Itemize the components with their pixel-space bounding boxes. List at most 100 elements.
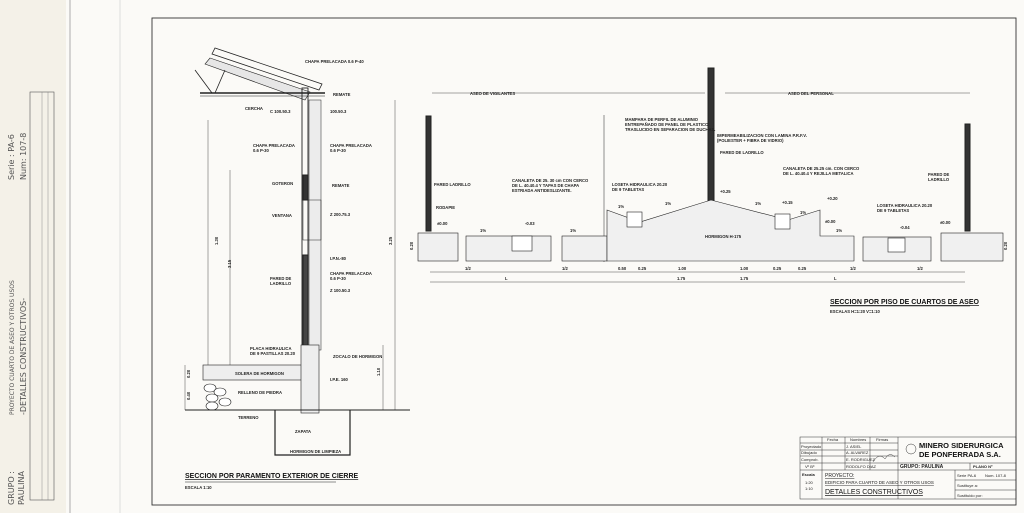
tb-group: GRUPO: PAULINA — [900, 464, 944, 470]
annotation-label: L — [834, 276, 837, 281]
annotation-label: DE 9 PASTILLAS 20.20 — [250, 351, 296, 356]
side-serie: Serie : PA-6 — [7, 134, 16, 180]
tb-role-dibujado: Dibujado — [801, 450, 818, 455]
annotation-label: 1.00 — [740, 266, 749, 271]
tb-drawing-title: DETALLES CONSTRUCTIVOS — [825, 489, 923, 496]
company-name-line2: DE PONFERRADA S.A. — [919, 450, 1001, 459]
annotation-label: +0.15 — [782, 200, 793, 205]
annotation-label: 1.75 — [740, 276, 749, 281]
annotation-label: RELLENO DE PIEDRA — [238, 390, 282, 395]
annotation-label: 3.25 — [388, 236, 393, 245]
annotation-label: 1.30 — [214, 236, 219, 245]
tb-replaced-by: Sustituido por: — [957, 493, 983, 498]
annotation-label: REMATE — [332, 183, 350, 188]
annotation-label: I.P.E. 160 — [330, 377, 349, 382]
annotation-label: CANALETA DE 25. 30 cm CON CERCO — [512, 178, 589, 183]
annotation-label: IMPERMEABILIZACION CON LAMINA P.R.F.V. — [717, 133, 807, 138]
company-name-line1: MINERO SIDERURGICA — [919, 441, 1004, 450]
tb-name-1: J. ASIEL — [846, 444, 862, 449]
tb-project-label: PROYECTO: — [825, 473, 854, 479]
annotation-label: DE 9 TABLETAS — [877, 208, 909, 213]
floor-section-labels: MAMPARA DE PERFIL DE ALUMINIOENTREPAÑADO… — [409, 117, 1008, 281]
annotation-label: (POLIESTER + FIBRA DE VIDRIO) — [717, 138, 784, 143]
annotation-label: PARED DE — [928, 172, 950, 177]
tb-plan-no: PLANO Nº — [973, 464, 993, 469]
annotation-label: PARED DE LADRILLO — [720, 150, 764, 155]
annotation-label: 1% — [570, 228, 576, 233]
annotation-label: 0.6 P-30 — [330, 276, 347, 281]
annotation-label: CHAPA PRELACADA — [253, 143, 295, 148]
side-subtitle: -DETALLES CONSTRUCTIVOS- — [19, 298, 28, 415]
tb-role-vobo: Vº Bº — [805, 464, 815, 469]
side-title-block: GRUPO : PAULINA PROYECTO CUARTO DE ASEO … — [7, 91, 55, 505]
tb-scale-label: Escala — [802, 472, 815, 477]
annotation-label: GOTERON — [272, 181, 293, 186]
annotation-label: LOSETA HIDRAULICA 20.20 — [612, 182, 668, 187]
tb-replaces: Sustituye a: — [957, 483, 978, 488]
annotation-label: HORMIGON H-175 — [705, 234, 742, 239]
annotation-label: ±0.00 — [940, 220, 951, 225]
zone-label-personal: ASEO DEL PERSONAL — [788, 91, 834, 96]
tb-name-3: E. RODRIGUEZ — [846, 457, 875, 462]
annotation-label: MAMPARA DE PERFIL DE ALUMINIO — [625, 117, 699, 122]
annotation-label: LOSETA HIDRAULICA 20.20 — [877, 203, 933, 208]
annotation-label: -0.03 — [525, 221, 535, 226]
annotation-label: HORMIGON DE LIMPIEZA — [290, 449, 341, 454]
floor-section-scale: ESCALAS H=1:20 V=1:10 — [830, 309, 880, 314]
tb-name-4: RODOLFO DIAZ — [846, 464, 877, 469]
annotation-label: 0.25 — [773, 266, 782, 271]
annotation-label: VENTANA — [272, 213, 292, 218]
annotation-label: PLACA HIDRAULICA — [250, 346, 291, 351]
annotation-label: 1% — [800, 210, 806, 215]
annotation-label: SOLERA DE HORMIGON — [235, 371, 284, 376]
annotation-label: CERCHA — [245, 106, 263, 111]
annotation-label: 1% — [480, 228, 486, 233]
side-group-name: PAULINA — [17, 471, 26, 505]
annotation-label: CHAPA PRELACADA 0.6 P-40 — [305, 59, 364, 64]
annotation-label: C 100.50.3 — [270, 109, 291, 114]
annotation-label: 1.00 — [678, 266, 687, 271]
tb-project-name: EDIFICIO PARA CUARTO DE ASEO Y OTROS USO… — [825, 480, 934, 485]
annotation-label: ZOCALO DE HORMIGON — [333, 354, 382, 359]
tb-scale-2: 1:10 — [805, 486, 814, 491]
folded-strip — [0, 0, 66, 513]
annotation-label: 1.75 — [677, 276, 686, 281]
annotation-label: 1/2 — [917, 266, 923, 271]
annotation-label: 3.15 — [227, 259, 232, 268]
annotation-label: CHAPA PRELACADA — [330, 143, 372, 148]
wall-section-title: SECCION POR PARAMENTO EXTERIOR DE CIERRE — [185, 473, 359, 480]
annotation-label: 100.50.3 — [330, 109, 347, 114]
annotation-label: -0.04 — [900, 225, 910, 230]
annotation-label: 1% — [836, 228, 842, 233]
annotation-label: PARED DE — [270, 276, 292, 281]
annotation-label: DE L. 40.40.4 Y TAPAS DE CHAPA — [512, 183, 579, 188]
annotation-label: 1% — [665, 201, 671, 206]
annotation-label: 0.50 — [618, 266, 627, 271]
annotation-label: 1% — [618, 204, 624, 209]
annotation-label: 0.20 — [186, 369, 191, 378]
tb-scale-1: 1:20 — [805, 480, 814, 485]
annotation-label: REMATE — [333, 92, 351, 97]
annotation-label: 0.20 — [1003, 241, 1008, 250]
annotation-label: LADRILLO — [270, 281, 292, 286]
annotation-label: ENTREPAÑADO DE PANEL DE PLASTICO — [625, 122, 709, 127]
tb-role-comprob: Comprob. — [801, 457, 819, 462]
annotation-label: 1/2 — [465, 266, 471, 271]
annotation-label: DE 9 TABLETAS — [612, 187, 644, 192]
annotation-label: TERRENO — [238, 415, 259, 420]
floor-section-title: SECCION POR PISO DE CUARTOS DE ASEO — [830, 299, 980, 306]
annotation-label: +0.20 — [827, 196, 838, 201]
annotation-label: 0.6 P-30 — [330, 148, 347, 153]
drawing-frame — [151, 17, 1017, 506]
annotation-label: L — [505, 276, 508, 281]
annotation-label: 1/2 — [850, 266, 856, 271]
annotation-label: ESTRIADA ANTIDESLIZANTE. — [512, 188, 571, 193]
annotation-label: 0.25 — [798, 266, 807, 271]
tb-role-proyectado: Proyectado — [801, 444, 822, 449]
annotation-label: Z 200.75.3 — [330, 212, 351, 217]
annotation-label: LADRILLO — [928, 177, 950, 182]
tb-serie: Serie PA-6 — [957, 473, 977, 478]
side-group-label: GRUPO : — [7, 471, 16, 505]
